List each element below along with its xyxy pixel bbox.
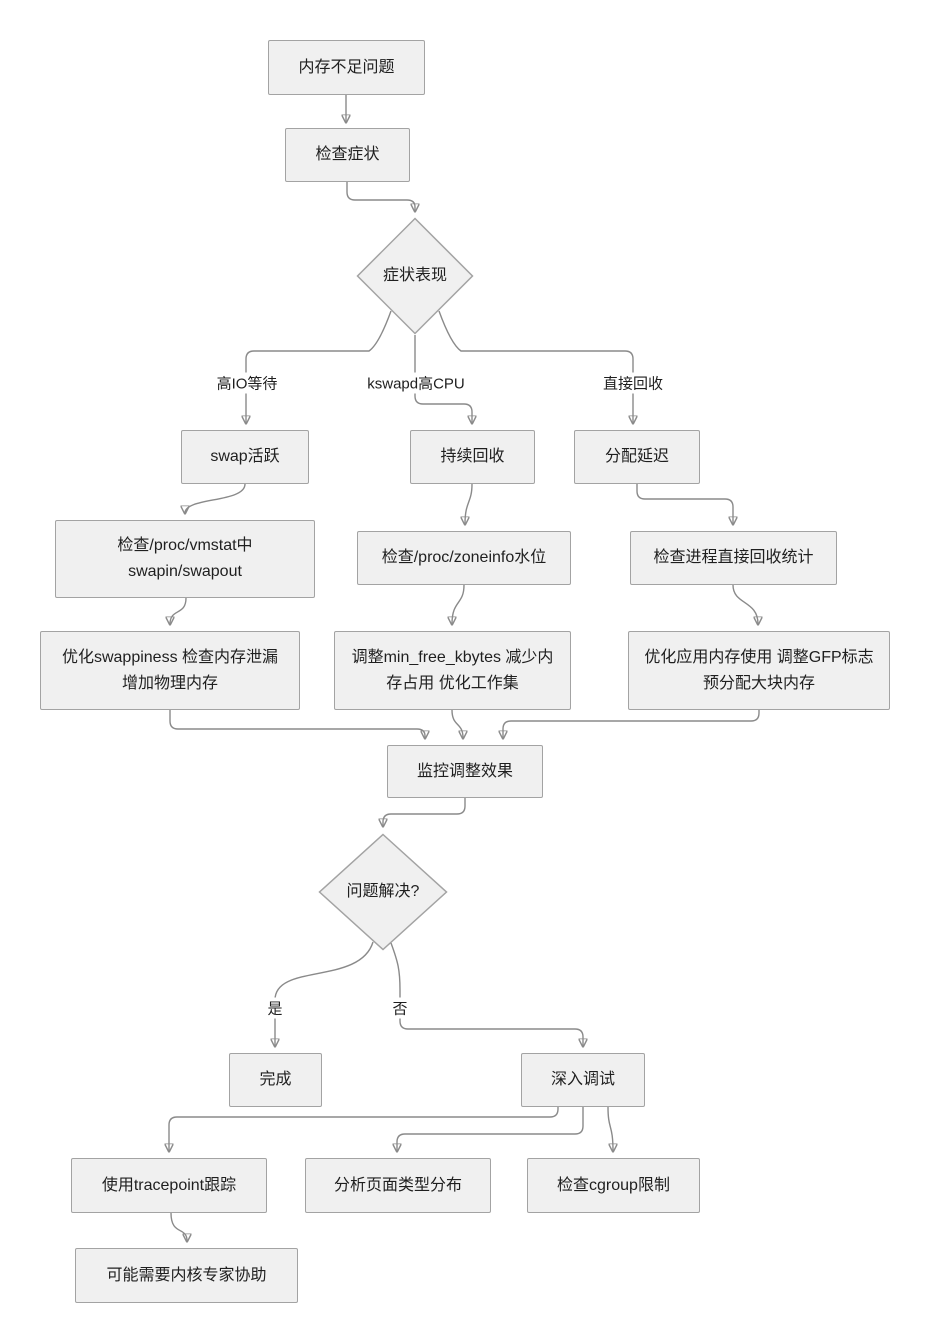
node-label: 分配延迟	[604, 448, 669, 466]
edge-label-direct-reclaim: 直接回收	[599, 372, 667, 394]
edge-label-kswapd: kswapd高CPU	[364, 372, 468, 394]
node-adjust-minfree: 调整min_free_kbytes 减少内存占用 优化工作集	[334, 631, 571, 710]
node-deep-debug: 深入调试	[521, 1053, 645, 1107]
node-label: 使用tracepoint跟踪	[101, 1176, 237, 1194]
node-label: swap活跃	[210, 448, 280, 466]
edge-sustained-zoneinfo	[465, 483, 473, 524]
node-label: 内存不足问题	[298, 58, 395, 76]
edge-label-no: 否	[389, 997, 411, 1019]
node-label: 问题解决?	[346, 883, 420, 901]
edge-deepdebug-cgroup	[607, 1106, 613, 1151]
node-alloc-delay: 分配延迟	[574, 430, 700, 484]
edge-alloc-directstats	[636, 484, 733, 524]
node-label: 检查/proc/zoneinfo水位	[381, 549, 547, 567]
edge-minfree-monitor	[451, 709, 463, 738]
edge-deepdebug-pagetype	[397, 1107, 584, 1151]
node-label: 检查症状	[315, 146, 380, 164]
node-start: 内存不足问题	[268, 40, 425, 95]
node-label: 检查/proc/vmstat中 swapin/swapout	[117, 537, 253, 580]
node-label: 检查进程直接回收统计	[653, 549, 814, 567]
edge-deepdebug-tracepoint	[169, 1107, 559, 1151]
node-tracepoint: 使用tracepoint跟踪	[71, 1158, 267, 1213]
node-symptom-decision: 症状表现	[356, 217, 474, 335]
diamond-shape	[318, 833, 448, 951]
edge-vmstat-swappiness	[170, 597, 187, 624]
node-label: 优化swappiness 检查内存泄漏 增加物理内存	[61, 648, 279, 692]
node-page-type: 分析页面类型分布	[305, 1158, 491, 1213]
node-label: 优化应用内存使用 调整GFP标志 预分配大块内存	[644, 648, 874, 692]
node-label: 分析页面类型分布	[333, 1176, 462, 1194]
edge-label-high-io: 高IO等待	[213, 372, 281, 394]
node-cgroup: 检查cgroup限制	[527, 1158, 700, 1213]
edge-decision-alloc	[438, 310, 633, 423]
edge-optapp-monitor	[503, 710, 760, 738]
node-label: 调整min_free_kbytes 减少内存占用 优化工作集	[351, 648, 554, 692]
edge-check-decision	[346, 182, 415, 211]
node-label: 可能需要内核专家协助	[106, 1266, 267, 1284]
edge-decision-swap	[246, 310, 392, 423]
node-label: 检查cgroup限制	[557, 1176, 670, 1194]
node-label: 症状表现	[382, 267, 447, 285]
node-sustained-reclaim: 持续回收	[410, 430, 535, 484]
node-check-zoneinfo: 检查/proc/zoneinfo水位	[357, 531, 571, 585]
node-optimize-swappiness: 优化swappiness 检查内存泄漏 增加物理内存	[40, 631, 300, 710]
edge-swap-vmstat	[185, 483, 246, 513]
node-label: 监控调整效果	[416, 762, 513, 780]
node-swap-active: swap活跃	[181, 430, 309, 484]
node-expert: 可能需要内核专家协助	[75, 1248, 298, 1303]
node-optimize-app: 优化应用内存使用 调整GFP标志 预分配大块内存	[628, 631, 890, 710]
node-check-direct-reclaim: 检查进程直接回收统计	[630, 531, 837, 585]
node-check-symptoms: 检查症状	[285, 128, 410, 182]
node-label: 持续回收	[440, 448, 505, 466]
edge-swappiness-monitor	[169, 710, 425, 738]
edge-monitor-solved	[383, 798, 466, 826]
diamond-shape	[356, 217, 474, 335]
node-check-vmstat: 检查/proc/vmstat中 swapin/swapout	[55, 520, 315, 598]
edge-solved-done	[275, 941, 374, 1046]
node-monitor: 监控调整效果	[387, 745, 543, 798]
edge-directstats-optapp	[732, 584, 758, 624]
node-solved-decision: 问题解决?	[318, 833, 448, 951]
edge-solved-deepdebug	[390, 942, 583, 1046]
node-done: 完成	[229, 1053, 322, 1107]
edge-zoneinfo-minfree	[452, 584, 465, 624]
edge-decision-sustained	[414, 335, 472, 423]
edge-tracepoint-expert	[170, 1212, 187, 1241]
node-label: 深入调试	[550, 1071, 615, 1089]
edge-label-yes: 是	[264, 997, 286, 1019]
node-label: 完成	[259, 1071, 292, 1089]
